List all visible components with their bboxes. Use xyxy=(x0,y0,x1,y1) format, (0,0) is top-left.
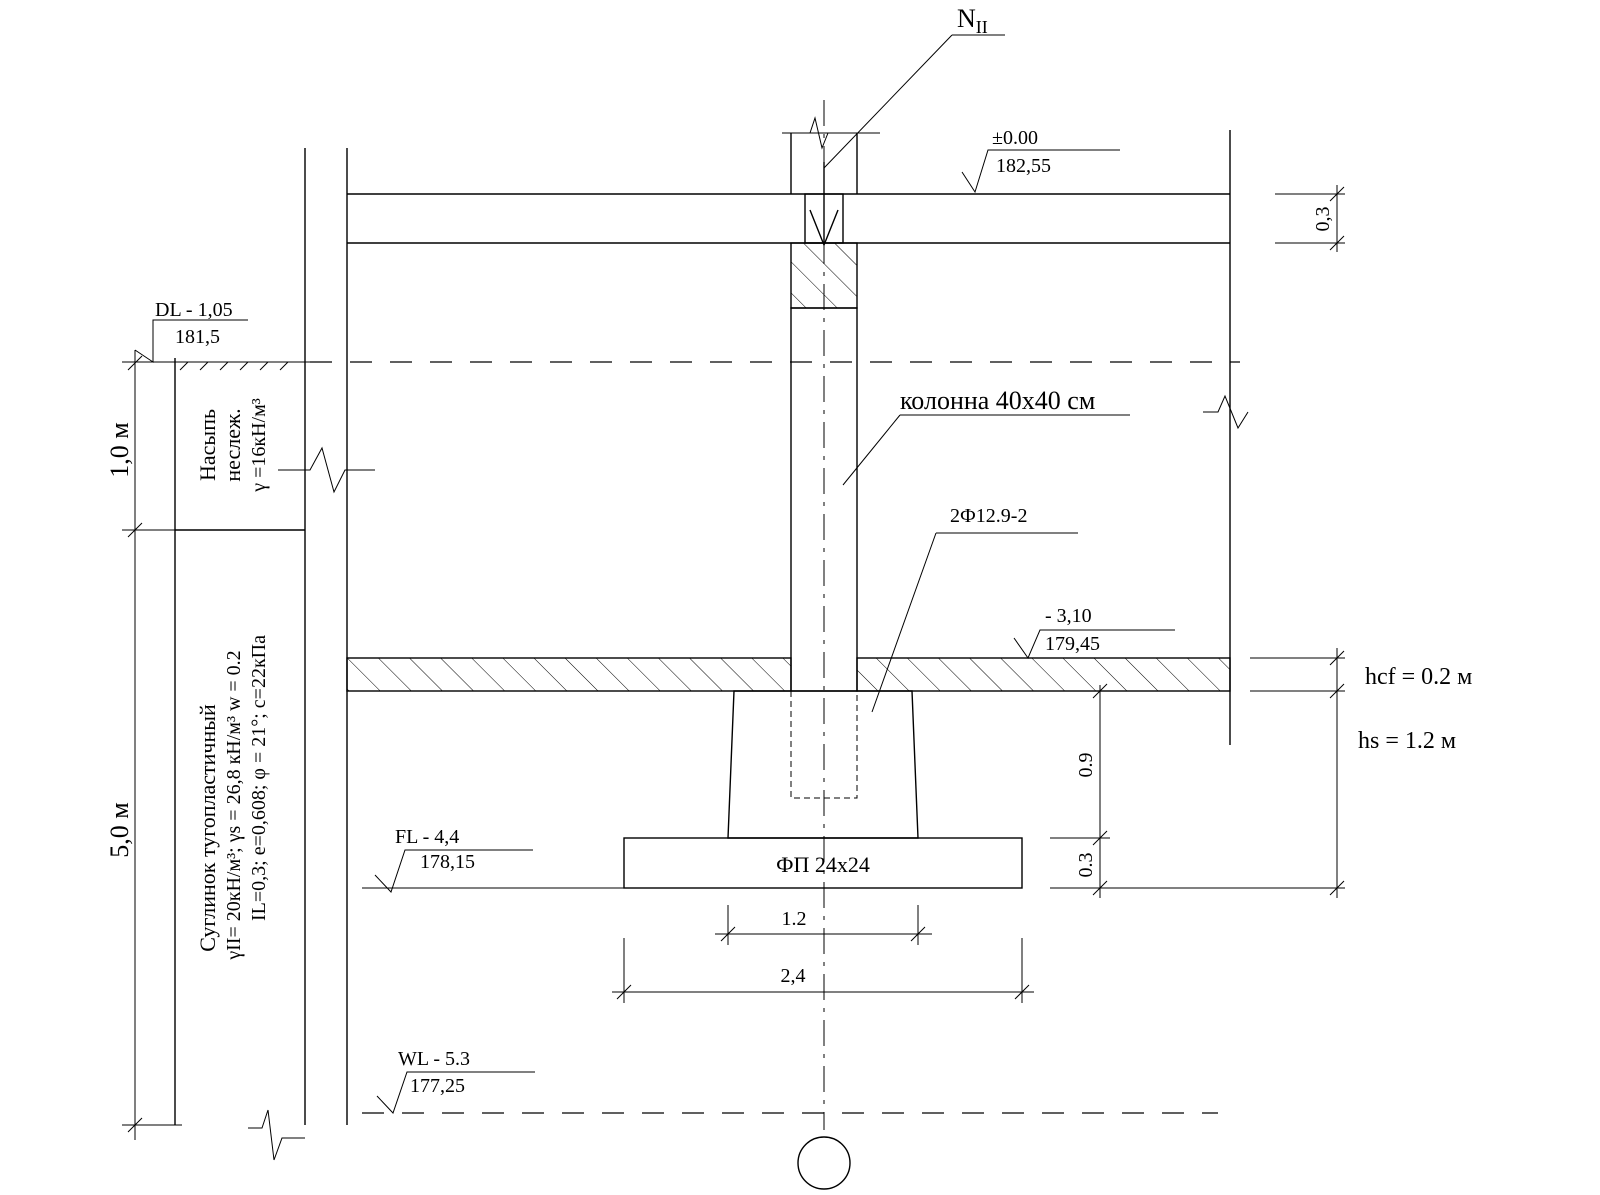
pedestal-width-value: 1.2 xyxy=(782,908,807,930)
level-mark-wl: WL - 5.3 177,25 xyxy=(376,1048,535,1114)
column-label: колонна 40х40 см xyxy=(900,386,1095,415)
level-wl-mark: WL - 5.3 xyxy=(398,1048,470,1070)
level-zero-value: 182,55 xyxy=(996,155,1051,177)
load-label: NII xyxy=(957,4,988,37)
ground-floor-slab xyxy=(347,130,1249,745)
level-zero-mark: ±0.00 xyxy=(992,127,1038,149)
level-mark-fl: FL - 4,4 178,15 xyxy=(374,826,533,893)
ground-hatch xyxy=(130,361,310,371)
footing-plate xyxy=(623,837,1023,889)
footing: ФП 24х24 xyxy=(362,690,1023,889)
level-dl-mark: DL - 1,05 xyxy=(155,299,233,321)
loam-layer-line1: Суглинок тугопластичный xyxy=(195,704,220,952)
loam-layer-description: Суглинок тугопластичный γII= 20кН/м³; γs… xyxy=(195,635,270,961)
slab-thickness-dimension: 0,3 xyxy=(1275,185,1345,252)
layer-thickness-dimension: 1,0 м 5,0 м xyxy=(105,350,182,1140)
footing-label: ФП 24х24 xyxy=(776,852,870,877)
plate-width-value: 2,4 xyxy=(781,965,806,987)
fill-layer-description: Насыпь неслеж. γ =16кН/м³ xyxy=(195,398,270,493)
basement-wall xyxy=(278,148,375,1125)
loam-layer-thickness: 5,0 м xyxy=(105,802,134,857)
footing-height-dimension: 0.9 0.3 xyxy=(1050,683,1110,898)
pedestal-height-value: 0.9 xyxy=(1075,753,1097,778)
loam-layer-line2: γII= 20кН/м³; γs = 26,8 кН/м³ w = 0.2 xyxy=(223,650,245,960)
fill-layer-line2: неслеж. xyxy=(220,408,245,481)
slab-thickness-value: 0,3 xyxy=(1312,207,1334,232)
level-wl-value: 177,25 xyxy=(410,1075,465,1097)
level-fl-mark: FL - 4,4 xyxy=(395,826,459,848)
footing-width-dimensions: 1.2 2,4 xyxy=(612,905,1034,1003)
plate-height-value: 0.3 xyxy=(1075,853,1097,878)
basement-floor xyxy=(346,657,1231,692)
hs-value: hs = 1.2 м xyxy=(1358,728,1456,754)
level-fl-value: 178,15 xyxy=(420,851,475,873)
hcf-hs-dimension: hcf = 0.2 м hs = 1.2 м xyxy=(1050,648,1472,898)
axis-marker xyxy=(797,1136,851,1190)
level-dl-value: 181,5 xyxy=(175,326,220,348)
level-floor-mark: - 3,10 xyxy=(1045,605,1092,627)
load-arrow: NII xyxy=(809,4,1005,247)
hcf-value: hcf = 0.2 м xyxy=(1365,664,1472,690)
column-leader: колонна 40х40 см xyxy=(842,386,1130,486)
fill-layer-line3: γ =16кН/м³ xyxy=(248,398,270,493)
level-mark-dl: DL - 1,05 181,5 xyxy=(134,299,248,363)
fill-layer-thickness: 1,0 м xyxy=(105,422,134,477)
level-floor-value: 179,45 xyxy=(1045,633,1100,655)
footing-pedestal xyxy=(727,690,919,839)
rebar-label: 2Ф12.9-2 xyxy=(950,505,1027,527)
loam-layer-line3: IL=0,3; e=0,608; φ = 21°; c=22кПа xyxy=(248,635,270,921)
fill-layer-line1: Насыпь xyxy=(195,409,220,481)
rebar-leader: 2Ф12.9-2 xyxy=(871,505,1078,713)
level-mark-floor: - 3,10 179,45 xyxy=(1013,605,1175,660)
level-mark-zero: ±0.00 182,55 xyxy=(961,127,1120,194)
